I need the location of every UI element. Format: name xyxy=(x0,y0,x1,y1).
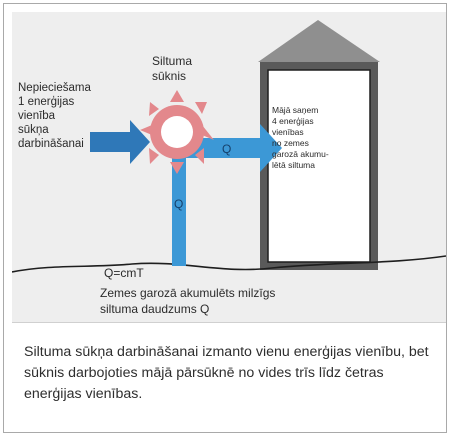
heat-flow-source xyxy=(172,244,186,266)
pump-icon xyxy=(140,90,214,174)
figure-frame: Siltuma sūknis Nepieciešama 1 enerģijas … xyxy=(3,3,447,433)
diagram-panel: Siltuma sūknis Nepieciešama 1 enerģijas … xyxy=(12,12,446,323)
house-label-line6: lētā siltuma xyxy=(272,160,315,170)
house-label-line3: vienības xyxy=(272,127,304,137)
house-interior xyxy=(267,69,371,263)
house-label-line4: no zemes xyxy=(272,138,309,148)
input-label-line1: Nepieciešama xyxy=(18,82,91,94)
heat-pump-diagram: Siltuma sūknis Nepieciešama 1 enerģijas … xyxy=(12,20,446,316)
house-roof xyxy=(258,20,380,62)
input-label-line5: darbināšanai xyxy=(18,138,84,150)
ground-line xyxy=(12,255,446,273)
house-label-line5: garozā akumu- xyxy=(272,149,329,159)
pump-title-line1: Siltuma xyxy=(152,54,192,68)
q-label-vertical: Q xyxy=(174,197,183,211)
input-label-line3: vienība xyxy=(18,110,56,122)
heat-flow-arrowhead xyxy=(260,124,282,172)
house-label-line1: Mājā saņem xyxy=(272,105,318,115)
house-label-line2: 4 enerģijas xyxy=(272,116,314,126)
input-label-line2: 1 enerģijas xyxy=(18,95,75,108)
ground-label-line2: siltuma daudzums Q xyxy=(100,302,209,316)
pump-title-line2: sūknis xyxy=(152,69,186,83)
q-label-horizontal: Q xyxy=(222,142,231,156)
input-label-line4: sūkņa xyxy=(18,124,49,136)
input-energy-arrow xyxy=(90,120,150,164)
figure-caption: Siltuma sūkņa darbināšanai izmanto vienu… xyxy=(24,344,429,402)
ground-label-line1: Zemes garozā akumulēts milzīgs xyxy=(100,286,275,300)
formula-label: Q=cmT xyxy=(104,266,144,280)
